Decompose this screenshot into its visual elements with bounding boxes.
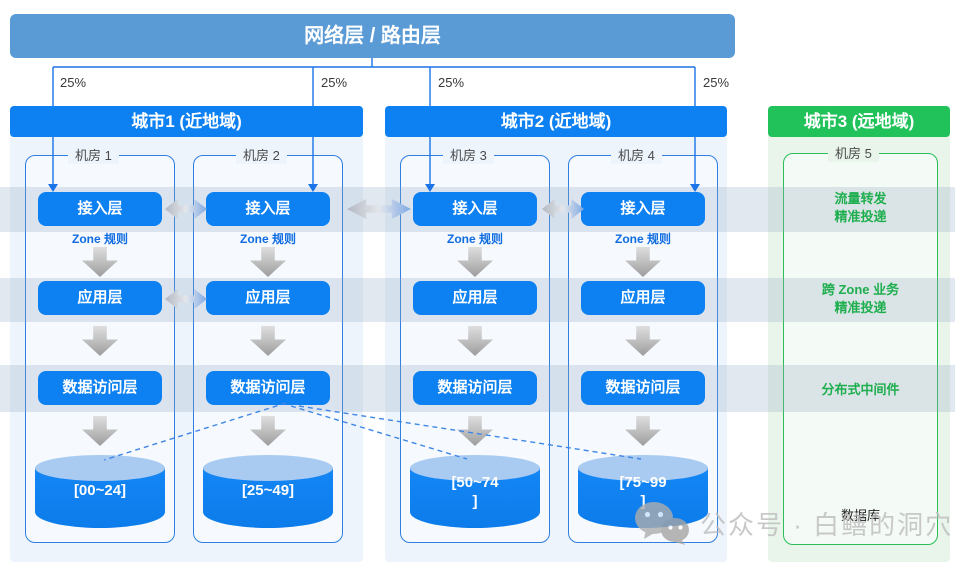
room1-data-access-layer: 数据访问层: [38, 371, 162, 405]
room4-app-layer: 应用层: [581, 281, 705, 315]
watermark: 公众号 · 白鳝的洞穴: [634, 501, 953, 545]
room3-data-access-layer: 数据访问层: [413, 371, 537, 405]
double-arrow-icon: [347, 199, 411, 219]
room1-db-range: [00~24]: [73, 482, 127, 499]
room4-data-access-layer: 数据访问层: [581, 371, 705, 405]
room4-access-layer: 接入层: [581, 192, 705, 226]
cylinder-top: [35, 455, 165, 481]
double-arrow-icon: [542, 199, 584, 219]
cylinder-top: [203, 455, 333, 481]
watermark-text: 公众号 · 白鳝的洞穴: [700, 509, 954, 540]
room3-db-range: [50~74 ]: [451, 474, 499, 510]
room3-database-cylinder: [50~74 ]: [410, 455, 540, 529]
room2-data-access-layer: 数据访问层: [206, 371, 330, 405]
room5-label: 机房 5: [828, 145, 879, 162]
room5-box: [783, 153, 938, 545]
double-arrow-icon: [165, 289, 207, 309]
room2-db-range: [25~49]: [241, 482, 295, 499]
traffic-share-label: 25%: [321, 75, 348, 90]
room5-cross-zone: 跨 Zone 业务 精准投递: [821, 282, 900, 315]
traffic-share-label: 25%: [60, 75, 87, 90]
room2-database-cylinder: [25~49]: [203, 455, 333, 529]
room1-access-layer: 接入层: [38, 192, 162, 226]
room3-access-layer: 接入层: [413, 192, 537, 226]
room1-app-layer: 应用层: [38, 281, 162, 315]
room3-zone-rule: Zone 规则: [447, 232, 503, 246]
room3-label: 机房 3: [443, 147, 494, 164]
room1-zone-rule: Zone 规则: [72, 232, 128, 246]
room1-database-cylinder: [00~24]: [35, 455, 165, 529]
wechat-icon: [635, 502, 689, 545]
room2-app-layer: 应用层: [206, 281, 330, 315]
room4-database-cylinder: [75~99 ]: [578, 455, 708, 529]
room1-label: 机房 1: [68, 147, 119, 164]
room4-db-range: [75~99 ]: [619, 474, 667, 510]
network-routing-header: 网络层 / 路由层: [10, 14, 735, 58]
traffic-share-label: 25%: [438, 75, 465, 90]
room2-zone-rule: Zone 规则: [240, 232, 296, 246]
traffic-share-label: 25%: [703, 75, 730, 90]
room5-traffic-forward: 流量转发 精准投递: [834, 191, 887, 224]
room4-zone-rule: Zone 规则: [615, 232, 671, 246]
city1-header: 城市1 (近地域): [10, 106, 363, 137]
double-arrow-icon: [165, 199, 207, 219]
room2-label: 机房 2: [236, 147, 287, 164]
room2-access-layer: 接入层: [206, 192, 330, 226]
room5-database-label: 数据库: [840, 508, 880, 523]
room4-label: 机房 4: [611, 147, 662, 164]
room3-app-layer: 应用层: [413, 281, 537, 315]
room5-middleware: 分布式中间件: [821, 382, 900, 397]
city2-header: 城市2 (近地域): [385, 106, 727, 137]
city3-header: 城市3 (远地域): [768, 106, 950, 137]
